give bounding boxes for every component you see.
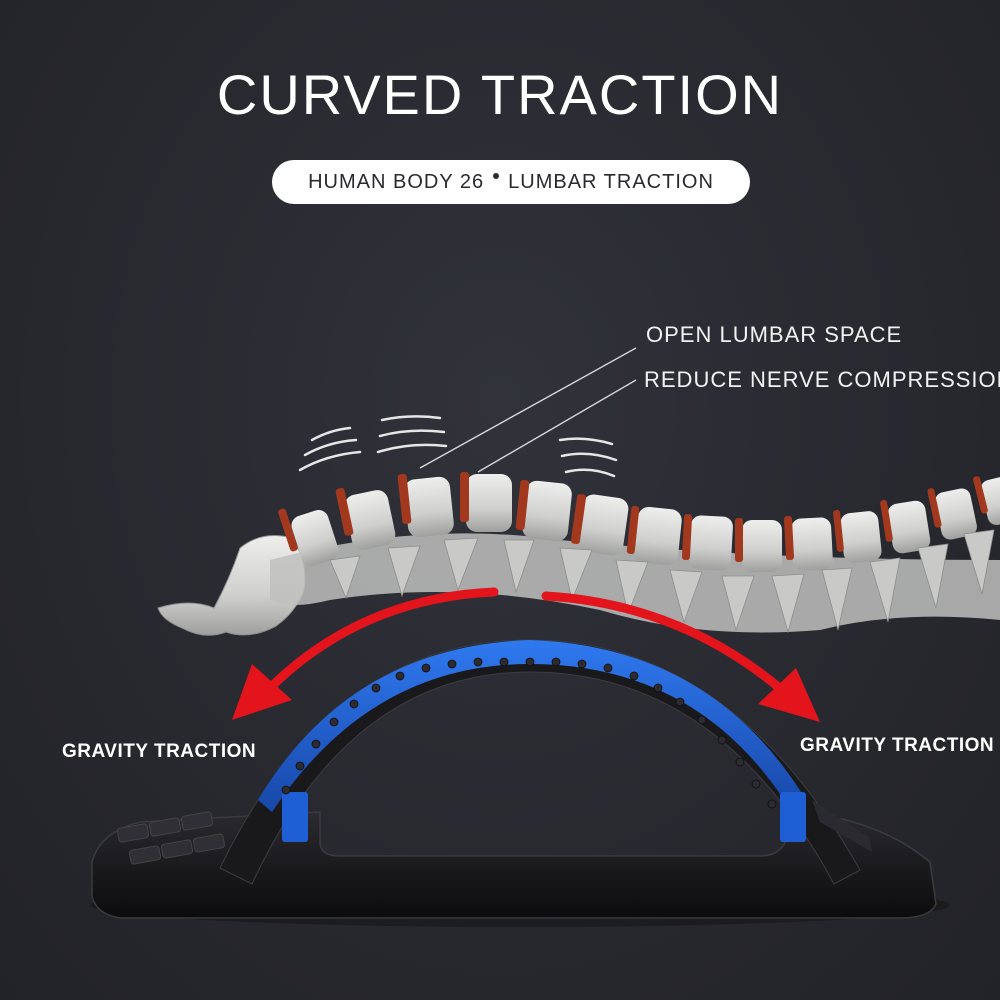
callout-reduce-nerve-compression: REDUCE NERVE COMPRESSION bbox=[644, 367, 1000, 392]
callout-line-open bbox=[419, 347, 637, 469]
motion-waves-icon bbox=[298, 415, 618, 478]
headline: CURVED TRACTION bbox=[216, 63, 784, 126]
subtitle-right: LUMBAR TRACTION bbox=[508, 170, 714, 193]
arrow-right-icon bbox=[541, 591, 820, 722]
arrow-left-icon bbox=[232, 587, 499, 720]
subtitle-pill: HUMAN BODY 26 LUMBAR TRACTION bbox=[272, 160, 750, 204]
callout-line-reduce bbox=[477, 379, 637, 473]
spine-illustration bbox=[157, 472, 1000, 636]
bullet-dot bbox=[493, 173, 500, 179]
callout-open-lumbar-space: OPEN LUMBAR SPACE bbox=[646, 322, 903, 347]
label-gravity-traction-left: GRAVITY TRACTION bbox=[62, 741, 257, 762]
subtitle-left: HUMAN BODY 26 bbox=[308, 170, 485, 193]
label-gravity-traction-right: GRAVITY TRACTION bbox=[800, 735, 995, 756]
back-stretcher-device bbox=[90, 639, 950, 927]
